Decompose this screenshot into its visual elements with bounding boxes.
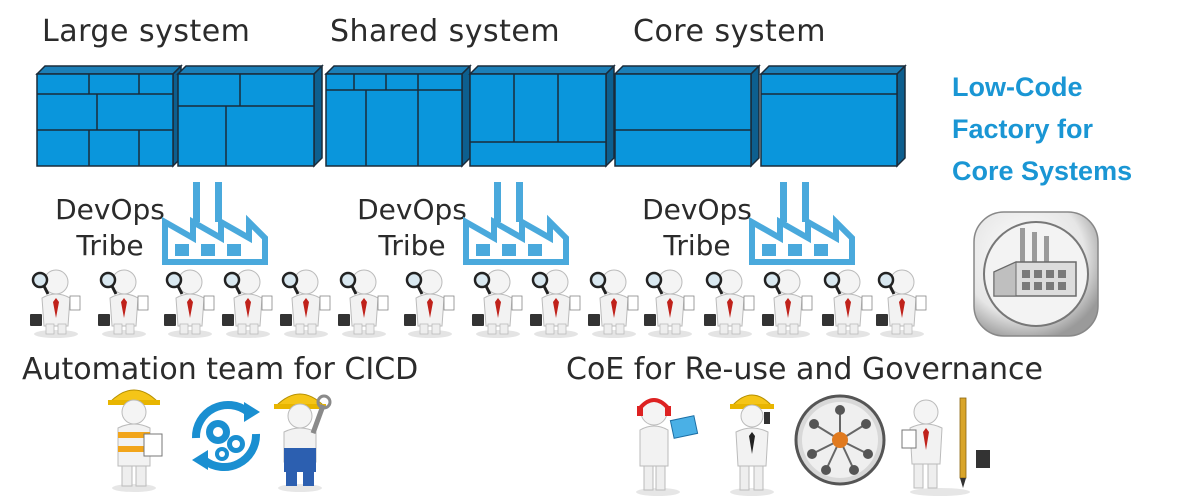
core-system-title: Core system: [633, 14, 826, 49]
devops-tribe-1-line2: Tribe: [76, 229, 144, 262]
lowcode-line-3: Core Systems: [952, 156, 1133, 186]
shared-system-block-1: [325, 65, 471, 167]
coe-title: CoE for Re-use and Governance: [566, 352, 1043, 387]
devops-tribe-2: DevOps Tribe: [342, 192, 482, 264]
devops-tribe-1-line1: DevOps: [55, 193, 165, 226]
lowcode-line-1: Low-Code: [952, 72, 1083, 102]
large-system-block-2: [177, 65, 323, 167]
construction-worker-icon: [108, 389, 163, 492]
person-with-headset-icon: [636, 398, 699, 496]
devops-tribe-3: DevOps Tribe: [627, 192, 767, 264]
devops-tribe-2-line1: DevOps: [357, 193, 467, 226]
construction-worker-icon: [730, 394, 774, 496]
shared-system-block-2: [469, 65, 615, 167]
person-with-pencil-icon: [901, 397, 990, 496]
lowcode-line-2: Factory for: [952, 114, 1094, 144]
large-system-title: Large system: [42, 14, 251, 49]
core-system-block-2: [760, 65, 906, 167]
shared-system-title: Shared system: [330, 14, 561, 49]
lowcode-factory-text: Low-Code Factory for Core Systems: [952, 66, 1132, 192]
core-system-block-1: [614, 65, 760, 167]
devops-tribe-2-line2: Tribe: [378, 229, 446, 262]
gears-cycle-icon: [191, 400, 261, 472]
construction-worker-icon: [274, 393, 332, 492]
devops-tribe-1: DevOps Tribe: [40, 192, 180, 264]
devops-tribe-3-line2: Tribe: [663, 229, 731, 262]
factory-badge-icon: [973, 211, 1099, 337]
automation-team-title: Automation team for CICD: [22, 352, 419, 387]
large-system-block-1: [36, 65, 182, 167]
people-network-icon: [794, 394, 886, 486]
devops-tribe-3-line1: DevOps: [642, 193, 752, 226]
